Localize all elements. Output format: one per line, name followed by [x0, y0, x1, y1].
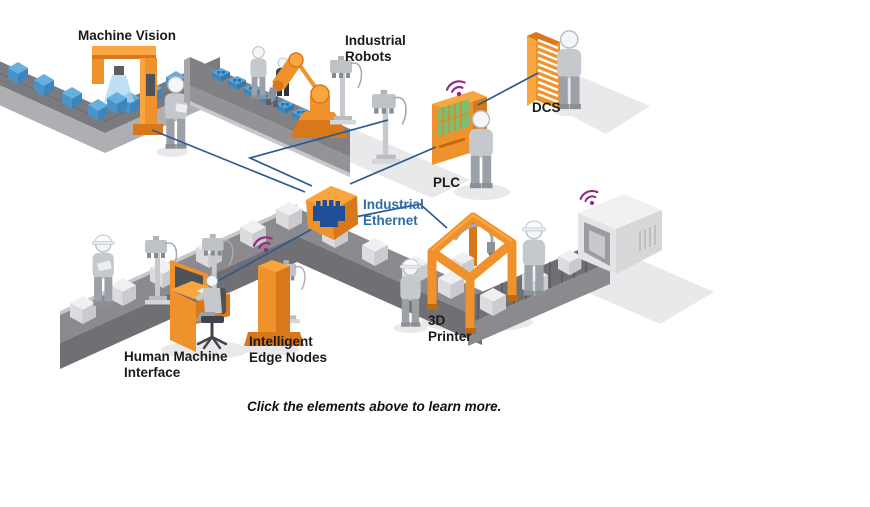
machine-vision-gantry[interactable]: [92, 46, 163, 135]
worker-machine-vision: [163, 76, 188, 150]
hmi-label-line2[interactable]: Interface: [124, 365, 181, 380]
dcs-slats: [537, 38, 559, 104]
wireless-scanner[interactable]: [578, 187, 662, 274]
hmi-label-line1[interactable]: Human Machine: [124, 349, 228, 364]
industrial-robots-label-line1[interactable]: Industrial: [345, 33, 406, 48]
edge-nodes-label-line1[interactable]: Intelligent: [249, 334, 313, 349]
edge-nodes-label-line2[interactable]: Edge Nodes: [249, 350, 327, 365]
dcs-label[interactable]: DCS: [532, 100, 561, 115]
industrial-robots-label-line2[interactable]: Robots: [345, 49, 392, 64]
3d-printer-label-line2[interactable]: Printer: [428, 329, 472, 344]
machine-vision-label[interactable]: Machine Vision: [78, 28, 176, 43]
worker-3d-printer: [400, 259, 421, 327]
station-labels: Machine Vision Industrial Robots DCS PLC…: [78, 28, 561, 380]
line-machine-vision: [151, 129, 306, 193]
worker-tablet: [92, 235, 114, 306]
plc-label[interactable]: PLC: [433, 175, 460, 190]
robot-arm[interactable]: [266, 52, 348, 138]
line-robots: [247, 119, 389, 187]
plc-station[interactable]: [432, 77, 494, 190]
edge-node-station[interactable]: [244, 233, 304, 346]
line-dcs: [477, 72, 539, 106]
industrial-robots-station[interactable]: [184, 46, 407, 177]
printer-3d-station[interactable]: [427, 212, 518, 334]
scan-beam: [104, 75, 134, 102]
network-lines: [151, 72, 539, 283]
industrial-ethernet-label-line2[interactable]: Ethernet: [363, 213, 418, 228]
line-3d-printer: [354, 203, 448, 229]
hmi-operator: [195, 275, 228, 350]
industrial-ethernet-hub[interactable]: [306, 186, 358, 240]
industrial-ethernet-label-line1[interactable]: Industrial: [363, 197, 424, 212]
hmi-station[interactable]: [170, 260, 230, 352]
3d-printer-label-line1[interactable]: 3D: [428, 313, 446, 328]
ethernet-port-icon: [313, 200, 345, 227]
line-edge-hmi: [215, 227, 315, 283]
dcs-station[interactable]: [527, 30, 583, 110]
worker-plc: [468, 109, 494, 190]
line-plc: [349, 146, 437, 185]
instruction-caption: Click the elements above to learn more.: [247, 399, 501, 414]
